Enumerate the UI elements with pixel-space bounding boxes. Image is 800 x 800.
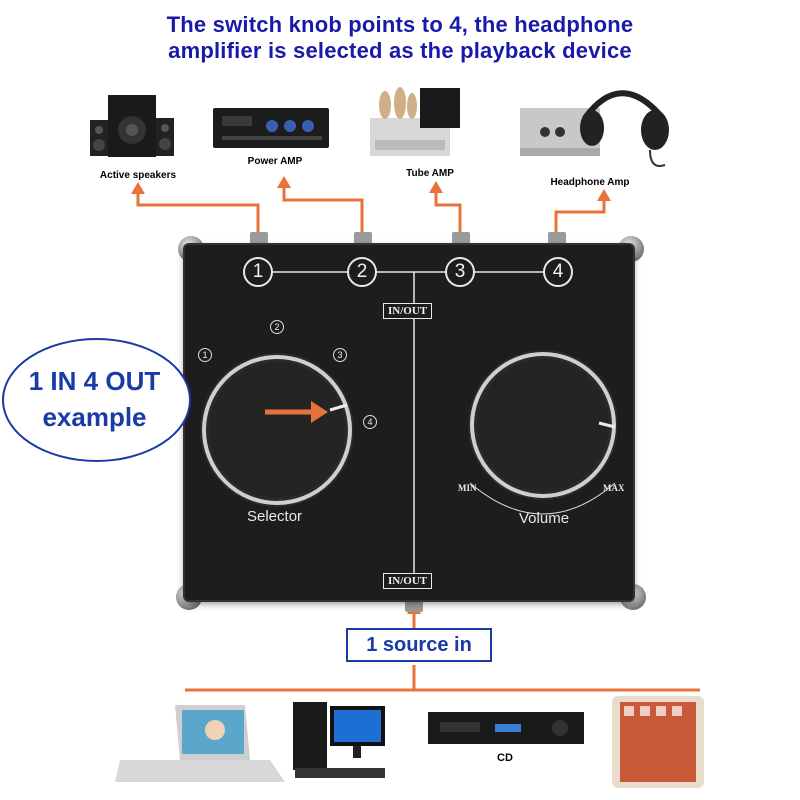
port-4: 4: [543, 257, 573, 287]
selector-label: Selector: [247, 508, 303, 525]
source-in-label: 1 source in: [346, 628, 492, 662]
switch-box: 1 2 3 4 IN/OUT IN/OUT 1 2 3 4 Selector V…: [185, 245, 633, 600]
speakers-icon: [90, 95, 174, 157]
example-line-2: example: [42, 402, 147, 432]
selector-knob[interactable]: [201, 355, 351, 505]
desktop-pc-icon: [293, 702, 385, 778]
selector-position-1: 1: [198, 348, 212, 362]
headphone-amp-icon: [520, 90, 669, 167]
volume-label: Volume: [519, 510, 570, 527]
device-label-power-amp: Power AMP: [247, 156, 303, 167]
header-line-1: The switch knob points to 4, the headpho…: [166, 12, 634, 37]
box-lines: [200, 271, 618, 585]
output-arrowheads: [131, 176, 611, 201]
power-amp-icon: [213, 108, 329, 148]
port-2: 2: [347, 257, 377, 287]
io-tag-bottom: IN/OUT: [383, 573, 433, 589]
device-label-tube-amp: Tube AMP: [406, 168, 454, 179]
selector-position-2: 2: [270, 320, 284, 334]
output-arrows: [136, 185, 606, 240]
device-label-headphone-amp: Headphone Amp: [550, 177, 630, 188]
port-3: 3: [445, 257, 475, 287]
device-label-active-speakers: Active speakers: [99, 170, 177, 181]
io-tag-top: IN/OUT: [383, 303, 433, 319]
selector-position-4: 4: [363, 415, 377, 429]
example-callout: [2, 338, 191, 462]
volume-max-label: MAX: [603, 483, 625, 493]
header-line-2: amplifier is selected as the playback de…: [168, 38, 632, 63]
example-line-1: 1 IN 4 OUT: [28, 366, 161, 396]
laptop-icon: [115, 705, 285, 782]
port-1: 1: [243, 257, 273, 287]
selector-position-3: 3: [333, 348, 347, 362]
volume-min-label: MIN: [458, 483, 477, 493]
output-jacks: [250, 232, 566, 612]
source-label-cd: CD: [497, 752, 513, 764]
tube-amp-icon: [370, 87, 460, 156]
cd-player-icon: [428, 712, 584, 744]
tablet-icon: [612, 696, 704, 788]
volume-knob[interactable]: [468, 350, 618, 500]
